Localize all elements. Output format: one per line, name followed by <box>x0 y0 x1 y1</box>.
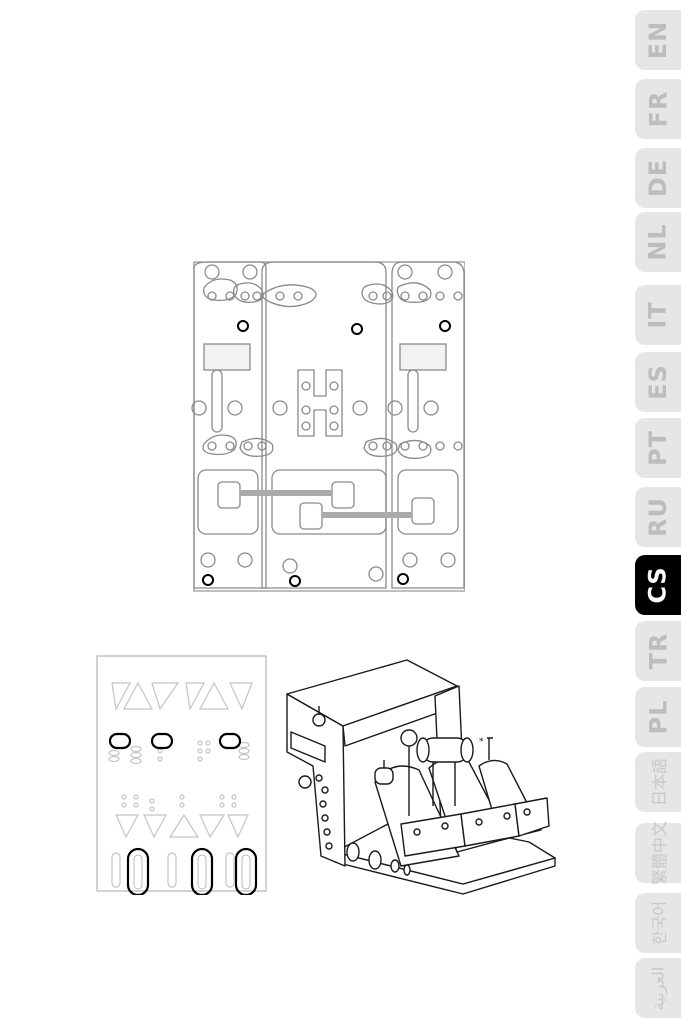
lang-tab-es[interactable]: ES <box>635 352 681 412</box>
lang-tab-cs[interactable]: CS <box>635 555 681 615</box>
mounting-plate-diagram-icon <box>190 258 465 598</box>
throttle-base-underside-icon <box>96 655 268 895</box>
lang-tab-ru[interactable]: RU <box>635 487 681 547</box>
lang-tab-label: RU <box>644 497 672 537</box>
lang-tab-label: DE <box>644 159 672 197</box>
lang-tab-label: 繁體中文 <box>646 821 670 885</box>
throttle-quadrant-illustration-icon: * <box>283 656 563 900</box>
lang-tab-fr[interactable]: FR <box>635 79 681 139</box>
lang-tab-label: EN <box>644 21 672 59</box>
lang-tab-label: 한국어 <box>646 901 670 945</box>
lang-tab-tr[interactable]: TR <box>635 621 681 681</box>
lang-tab-nl[interactable]: NL <box>635 212 681 272</box>
annotation-mark: * <box>479 737 484 747</box>
lang-tab-label: TR <box>644 633 672 670</box>
lang-tab-label: FR <box>644 91 672 128</box>
language-sidebar: EN FR DE NL IT ES PT RU CS TR PL 日本語 繁體中… <box>629 0 681 1020</box>
lang-tab-en[interactable]: EN <box>635 10 681 70</box>
lang-tab-label: NL <box>644 223 672 260</box>
lang-tab-label: العربية <box>648 966 667 1010</box>
lang-tab-pl[interactable]: PL <box>635 687 681 747</box>
lang-tab-label: PT <box>644 430 672 466</box>
lang-tab-label: CS <box>644 566 672 603</box>
lang-tab-label: IT <box>644 301 672 328</box>
lang-tab-ja[interactable]: 日本語 <box>635 752 681 812</box>
lang-tab-label: PL <box>644 700 672 735</box>
lang-tab-label: ES <box>644 364 672 400</box>
lang-tab-de[interactable]: DE <box>635 148 681 208</box>
lang-tab-ar[interactable]: العربية <box>635 958 681 1018</box>
lang-tab-zh-tw[interactable]: 繁體中文 <box>635 823 681 883</box>
lang-tab-pt[interactable]: PT <box>635 418 681 478</box>
lang-tab-it[interactable]: IT <box>635 285 681 345</box>
lang-tab-label: 日本語 <box>646 758 670 806</box>
lang-tab-ko[interactable]: 한국어 <box>635 893 681 953</box>
